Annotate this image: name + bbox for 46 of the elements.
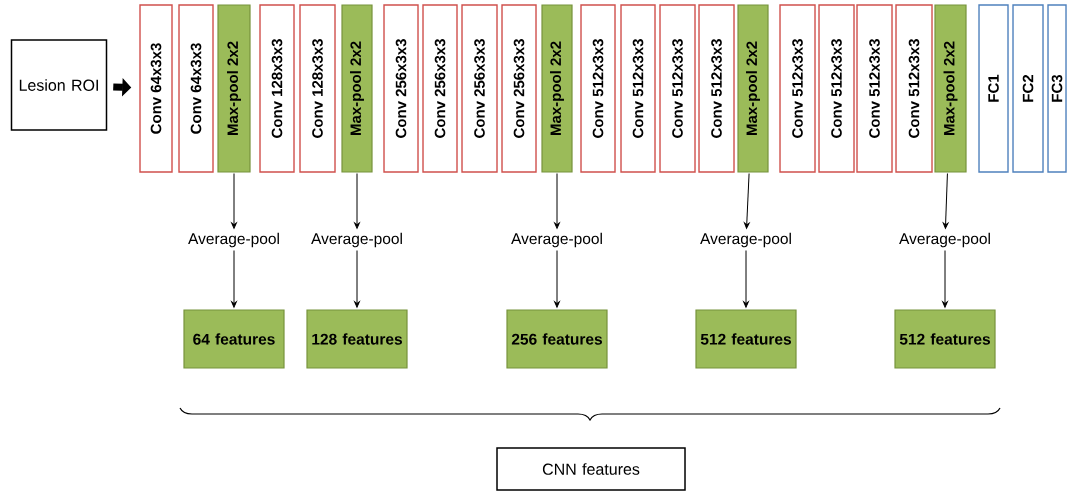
conv-layer-box: Conv 128x3x3 xyxy=(259,4,295,173)
max-pool-box: Max-pool 2x2 xyxy=(934,4,967,173)
conv-layer-box: Conv 128x3x3 xyxy=(299,4,336,173)
conv-layer-box: Conv 256x3x3 xyxy=(422,4,458,173)
conv-layer-box: Conv 512x3x3 xyxy=(779,4,816,173)
feature-box: 512 features xyxy=(695,309,797,369)
fc-layer-box: FC3 xyxy=(1047,4,1067,173)
fc-layer-box: FC2 xyxy=(1012,4,1044,173)
arrow xyxy=(231,173,237,229)
pool-label: Average-pool xyxy=(511,232,602,248)
conv-layer-box: Conv 64x3x3 xyxy=(178,4,214,173)
pool-label: Average-pool xyxy=(188,232,279,248)
max-pool-box: Max-pool 2x2 xyxy=(541,4,573,173)
max-pool-box: Max-pool 2x2 xyxy=(737,4,769,173)
fc-layer-box: FC1 xyxy=(978,4,1009,173)
caption-box: CNN features xyxy=(496,447,686,491)
arrow xyxy=(231,249,237,308)
arrow xyxy=(743,249,749,308)
arrow xyxy=(354,173,360,229)
conv-layer-box: Conv 512x3x3 xyxy=(698,4,735,173)
pool-label: Average-pool xyxy=(311,232,402,248)
conv-layer-box: Conv 256x3x3 xyxy=(501,4,537,173)
feature-box: 512 features xyxy=(894,309,996,369)
conv-layer-box: Conv 512x3x3 xyxy=(818,4,855,173)
arrow xyxy=(354,249,360,308)
arrow xyxy=(554,173,560,229)
conv-layer-box: Conv 256x3x3 xyxy=(461,4,498,173)
conv-layer-box: Conv 512x3x3 xyxy=(580,4,616,173)
arrow xyxy=(942,249,948,308)
pool-label: Average-pool xyxy=(700,232,791,248)
feature-box: 64 features xyxy=(183,309,285,369)
conv-layer-box: Conv 512x3x3 xyxy=(620,4,656,173)
arrow xyxy=(942,173,949,229)
conv-layer-box: Conv 512x3x3 xyxy=(659,4,696,173)
conv-layer-box: Conv 512x3x3 xyxy=(856,4,893,173)
conv-layer-box: Conv 64x3x3 xyxy=(139,4,173,173)
arrow xyxy=(743,173,750,229)
conv-layer-box: Conv 256x3x3 xyxy=(383,4,419,173)
arrow xyxy=(554,249,560,308)
conv-layer-box: Conv 512x3x3 xyxy=(895,4,933,173)
feature-box: 128 features xyxy=(306,309,408,369)
max-pool-box: Max-pool 2x2 xyxy=(217,4,251,173)
max-pool-box: Max-pool 2x2 xyxy=(341,4,373,173)
input-box: Lesion ROI xyxy=(10,39,108,131)
pool-label: Average-pool xyxy=(899,232,990,248)
feature-box: 256 features xyxy=(506,309,608,369)
